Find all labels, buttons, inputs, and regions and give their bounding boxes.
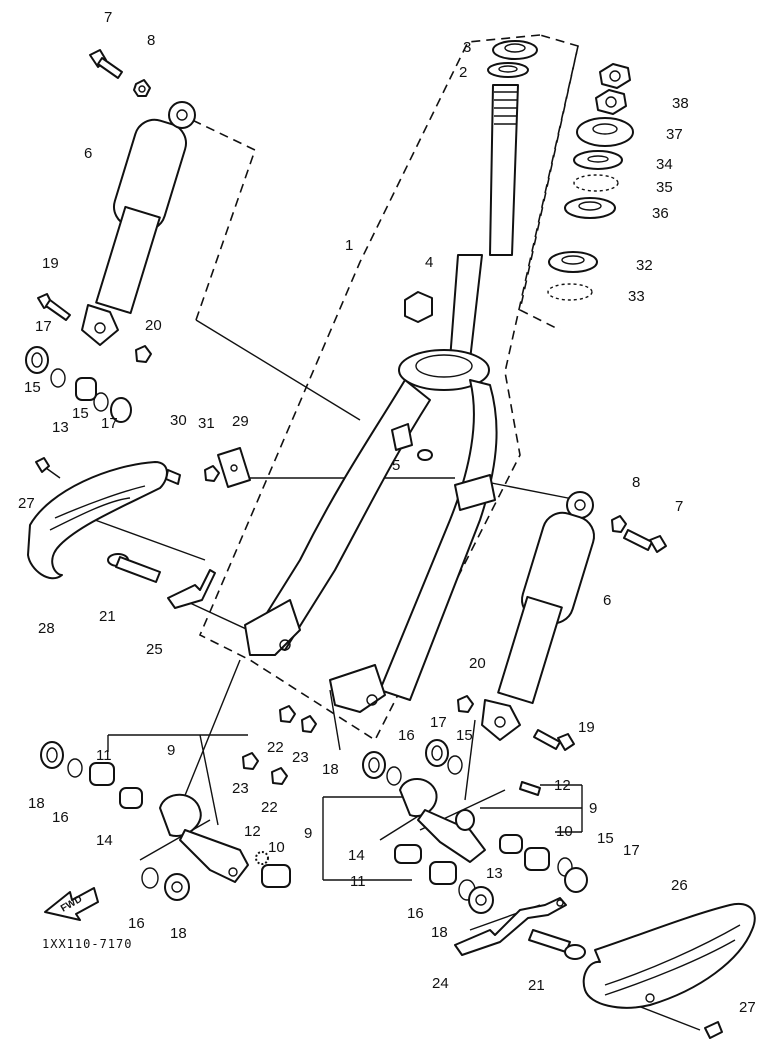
callout-c17d: 17 <box>623 842 640 859</box>
callout-c18a: 18 <box>322 761 339 778</box>
nut-8-left <box>133 79 151 97</box>
callout-c19a: 19 <box>42 255 59 272</box>
callout-c21b: 21 <box>528 977 545 994</box>
callout-c15a: 15 <box>24 379 41 396</box>
callout-c14a: 14 <box>96 832 113 849</box>
callout-c5: 5 <box>392 457 400 474</box>
callout-c16d: 16 <box>407 905 424 922</box>
callout-c9a: 9 <box>167 742 175 759</box>
callout-c22b: 22 <box>261 799 278 816</box>
callout-c14b: 14 <box>348 847 365 864</box>
callout-c18b: 18 <box>28 795 45 812</box>
right-shock-collars <box>425 695 474 775</box>
left-shock-absorber <box>81 101 196 346</box>
callout-c4: 4 <box>425 254 433 271</box>
callout-c28: 28 <box>38 620 55 637</box>
callout-c6b: 6 <box>603 592 611 609</box>
nut-8-right <box>611 515 627 533</box>
pivot-bolt-21-right <box>528 929 586 960</box>
callout-c33: 33 <box>628 288 645 305</box>
bolt-19-left <box>37 293 71 321</box>
callout-c38: 38 <box>672 95 689 112</box>
callout-c9c: 9 <box>304 825 312 842</box>
callout-c36: 36 <box>652 205 669 222</box>
leader-lines <box>94 61 701 1031</box>
right-swing-arm <box>362 751 588 914</box>
callout-c12b: 12 <box>554 777 571 794</box>
callout-c9b: 9 <box>589 800 597 817</box>
callout-c27a: 27 <box>18 495 35 512</box>
callout-c16c: 16 <box>128 915 145 932</box>
callout-c17b: 17 <box>101 415 118 432</box>
callout-c24: 24 <box>432 975 449 992</box>
callout-c2: 2 <box>459 64 467 81</box>
callout-c19b: 19 <box>578 719 595 736</box>
left-cover <box>27 457 168 580</box>
right-shock-absorber <box>481 491 595 741</box>
right-cover <box>582 902 756 1039</box>
callout-c18d: 18 <box>431 924 448 941</box>
assembly-group-outline <box>187 34 579 742</box>
bracket-29-30-31 <box>165 447 251 488</box>
upper-head-parts <box>404 40 538 461</box>
callout-c16a: 16 <box>398 727 415 744</box>
callout-c10a: 10 <box>268 839 285 856</box>
callout-c7a: 7 <box>104 9 112 26</box>
callout-c27b: 27 <box>739 999 756 1016</box>
pivot-bolt-21-left <box>107 553 161 583</box>
bolt-7-left <box>89 49 123 79</box>
callout-c8a: 8 <box>147 32 155 49</box>
left-shock-collars <box>25 345 152 423</box>
callout-c15d: 15 <box>597 830 614 847</box>
callout-c35: 35 <box>656 179 673 196</box>
callout-c3: 3 <box>463 39 471 56</box>
callout-c7b: 7 <box>675 498 683 515</box>
steering-bearing-stack <box>547 63 634 301</box>
callout-c23a: 23 <box>292 749 309 766</box>
left-swing-arm <box>40 705 317 901</box>
callout-c25: 25 <box>146 641 163 658</box>
callout-c13b: 13 <box>486 865 503 882</box>
callout-c21a: 21 <box>99 608 116 625</box>
callout-c26: 26 <box>671 877 688 894</box>
callout-c20a: 20 <box>145 317 162 334</box>
callout-c17a: 17 <box>35 318 52 335</box>
callout-c11a: 11 <box>96 747 112 764</box>
bracket-24 <box>454 897 567 956</box>
callout-c1: 1 <box>345 237 353 254</box>
bolt-19-right <box>533 729 575 751</box>
callout-c10b: 10 <box>556 823 573 840</box>
drawing-code: 1XX110-7170 <box>42 937 132 951</box>
callout-c16b: 16 <box>52 809 69 826</box>
steering-stem-frame <box>244 84 519 713</box>
callout-c8b: 8 <box>632 474 640 491</box>
callout-c31: 31 <box>198 415 215 432</box>
callout-c11b: 11 <box>350 873 366 890</box>
callout-c17c: 17 <box>430 714 447 731</box>
callout-c22a: 22 <box>267 739 284 756</box>
callout-c12a: 12 <box>244 823 261 840</box>
bolt-7-right <box>623 529 667 553</box>
callout-c20b: 20 <box>469 655 486 672</box>
callout-c29: 29 <box>232 413 249 430</box>
callout-c34: 34 <box>656 156 673 173</box>
callout-c37: 37 <box>666 126 683 143</box>
callout-c6a: 6 <box>84 145 92 162</box>
callout-c18c: 18 <box>170 925 187 942</box>
callout-c15c: 15 <box>456 727 473 744</box>
callout-c30: 30 <box>170 412 187 429</box>
forward-arrow-icon: FWD <box>44 887 99 921</box>
callout-c23b: 23 <box>232 780 249 797</box>
callout-c15b: 15 <box>72 405 89 422</box>
bracket-25 <box>167 569 216 609</box>
callout-c32: 32 <box>636 257 653 274</box>
callout-c13a: 13 <box>52 419 69 436</box>
